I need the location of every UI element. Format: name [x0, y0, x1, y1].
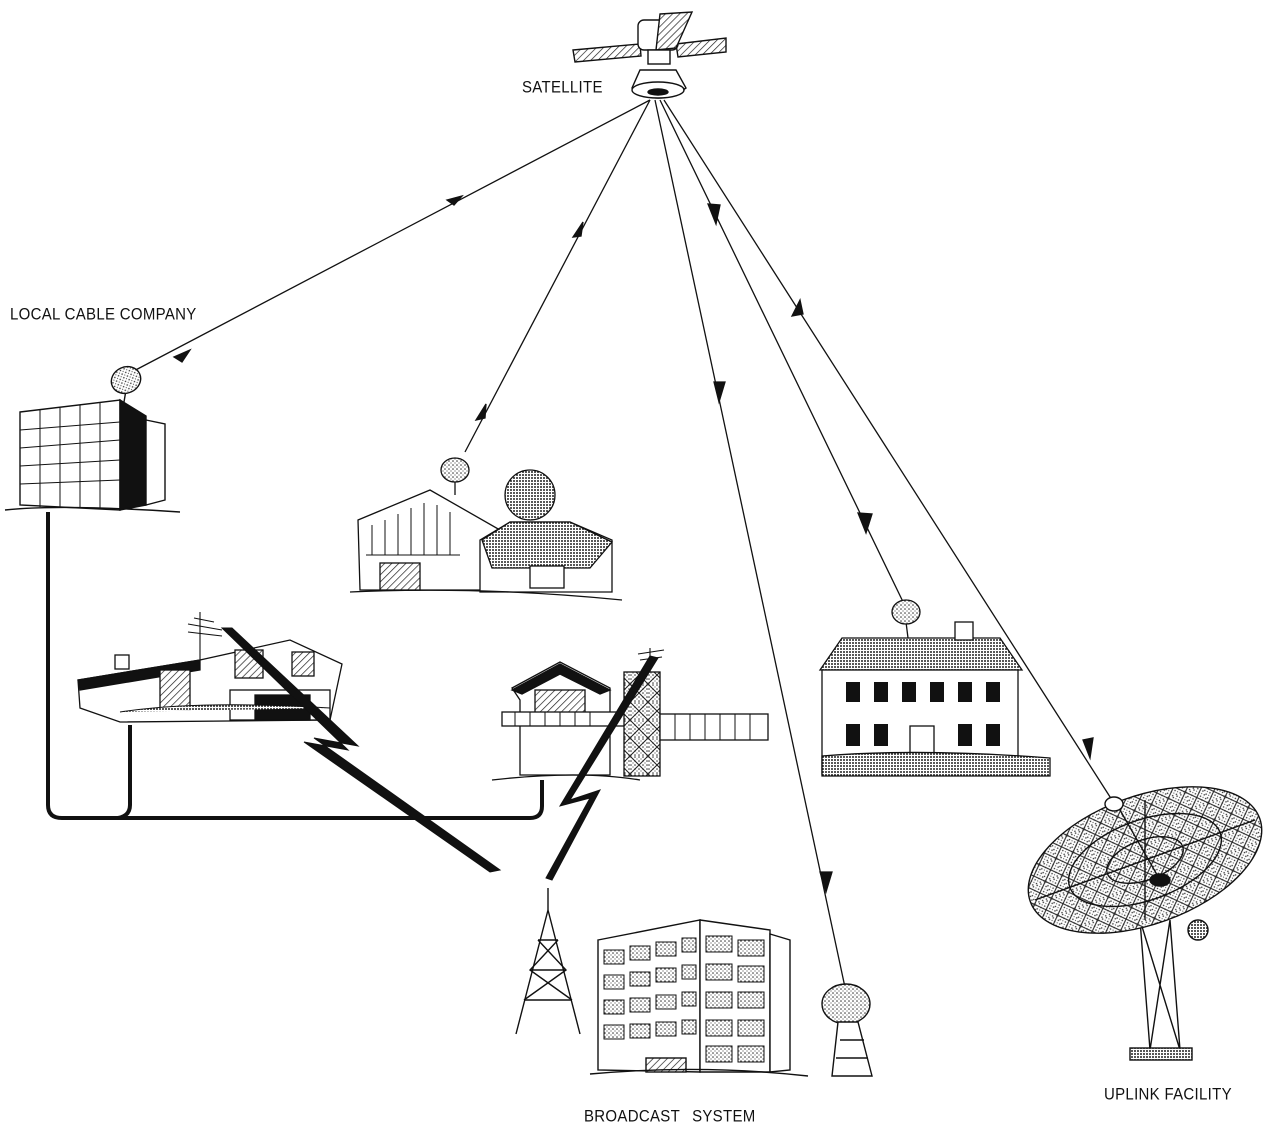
satellite-label: SATELLITE [522, 78, 603, 97]
signal-beams [127, 99, 1113, 993]
cable-branch [117, 725, 132, 820]
broadcast-signal-bolts [220, 627, 659, 881]
local-cable-company-label: LOCAL CABLE COMPANY [10, 305, 197, 324]
cable-company-dish-icon [110, 365, 142, 403]
house-dish-icon [440, 457, 470, 495]
uplink-dish-icon [1027, 786, 1263, 1061]
cable-company-building [4, 365, 181, 513]
small-dish-icon [821, 983, 873, 1077]
house-left-antenna [77, 612, 343, 723]
house-with-dish [349, 457, 623, 601]
colonial-dish-icon [891, 599, 921, 639]
tree-icon [504, 469, 556, 521]
broadcast-system-label: BROADCAST SYSTEM [584, 1107, 756, 1125]
left-house-antenna-icon [187, 612, 223, 660]
house-chalet-antenna [491, 648, 769, 781]
broadcast-system-label-word1: BROADCAST [584, 1107, 681, 1126]
cable-line [46, 512, 544, 820]
broadcast-tower-icon [515, 888, 581, 1035]
broadcast-building [589, 919, 809, 1077]
satellite-icon [572, 11, 727, 99]
house-colonial-dish [818, 599, 1051, 777]
broadcast-system-label-word2: SYSTEM [692, 1107, 756, 1126]
uplink-facility-label: UPLINK FACILITY [1104, 1085, 1232, 1104]
